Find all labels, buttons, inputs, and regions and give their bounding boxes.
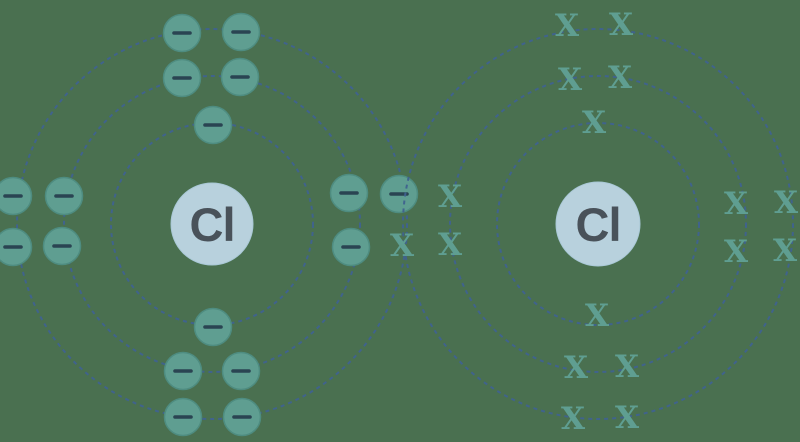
electron-cross: X: [585, 298, 610, 334]
electron-minus: [220, 57, 260, 97]
electron-minus: [0, 227, 33, 267]
electron-cross: X: [561, 401, 586, 437]
electron-cross: X: [564, 350, 589, 386]
electron-minus: [193, 307, 233, 347]
electron-minus: [162, 13, 202, 53]
electron-cross: X: [724, 186, 749, 222]
electron-shell-3: [16, 28, 408, 420]
electron-minus: [222, 397, 262, 437]
electron-shell-3: [402, 28, 794, 420]
electron-minus: [42, 226, 82, 266]
electron-shell-1: [496, 122, 700, 326]
electron-minus: [331, 227, 371, 267]
electron-cross: X: [615, 349, 640, 385]
electron-minus: [163, 351, 203, 391]
nucleus-label: Cl: [190, 198, 235, 251]
electron-minus-shared: [379, 174, 419, 214]
electron-minus: [193, 105, 233, 145]
electron-minus: [221, 351, 261, 391]
electron-cross-shared: X: [390, 228, 415, 264]
electron-minus: [162, 58, 202, 98]
nucleus-label: Cl: [576, 198, 621, 251]
atom-chlorine-left: Cl: [0, 12, 419, 437]
electron-cross: X: [438, 179, 463, 215]
electron-shell-2: [63, 75, 361, 373]
electron-minus: [329, 173, 369, 213]
electron-cross: X: [555, 8, 580, 44]
electron-minus: [163, 397, 203, 437]
nucleus: [170, 182, 254, 266]
electron-minus: [44, 176, 84, 216]
electron-minus: [0, 176, 33, 216]
electron-cross: X: [582, 105, 607, 141]
electron-cross: X: [608, 60, 633, 96]
electron-cross: X: [615, 400, 640, 436]
electron-minus: [221, 12, 261, 52]
nucleus: [555, 181, 641, 267]
electron-cross: X: [724, 234, 749, 270]
electron-cross: X: [558, 62, 583, 98]
electron-cross: X: [609, 7, 634, 43]
electron-cross: X: [774, 185, 799, 221]
electron-cross: X: [438, 227, 463, 263]
electron-cross: X: [773, 233, 798, 269]
electron-shell-2: [449, 75, 747, 373]
